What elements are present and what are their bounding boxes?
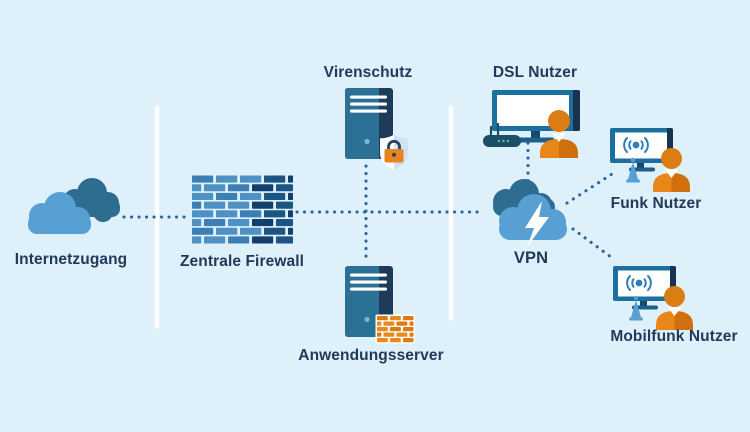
dsl-label: DSL Nutzer xyxy=(492,64,578,81)
vpn-label: VPN xyxy=(513,249,549,267)
orange-brick-wall-icon xyxy=(377,316,414,343)
server-led xyxy=(364,316,370,323)
cloud-front xyxy=(28,192,91,234)
user-icon xyxy=(653,148,690,192)
server-vents xyxy=(350,273,387,291)
antivirus-label: Virenschutz xyxy=(323,64,413,81)
dotted-connectors xyxy=(122,141,617,263)
antivirus-server-icon xyxy=(345,88,408,170)
internet-label: Internetzugang xyxy=(14,251,128,268)
appserver-label: Anwendungsserver xyxy=(298,347,444,364)
user-icon xyxy=(540,110,578,158)
server-led xyxy=(364,138,370,145)
mobilfunk-user-icon xyxy=(612,265,694,331)
mobilfunk-label: Mobilfunk Nutzer xyxy=(610,328,738,345)
router-icon xyxy=(483,122,521,147)
firewall-label: Zentrale Firewall xyxy=(179,253,305,270)
firewall-brick-wall-icon xyxy=(192,175,293,244)
antenna-icon xyxy=(626,157,640,183)
edge-vpn-funk xyxy=(565,172,614,205)
edge-vpn-mobilfunk xyxy=(571,227,617,262)
internet-cloud-icon xyxy=(28,178,120,234)
funk-label: Funk Nutzer xyxy=(610,195,702,212)
monitor-icon xyxy=(610,128,673,172)
dsl-user-icon xyxy=(483,90,580,158)
server-vents xyxy=(350,95,387,113)
lightning-icon xyxy=(525,201,549,247)
vpn-cloud-icon xyxy=(493,179,567,247)
funk-user-icon xyxy=(610,128,690,192)
shield-lock-icon xyxy=(380,134,408,170)
application-server-icon xyxy=(345,266,415,344)
wifi-icon xyxy=(623,137,649,153)
